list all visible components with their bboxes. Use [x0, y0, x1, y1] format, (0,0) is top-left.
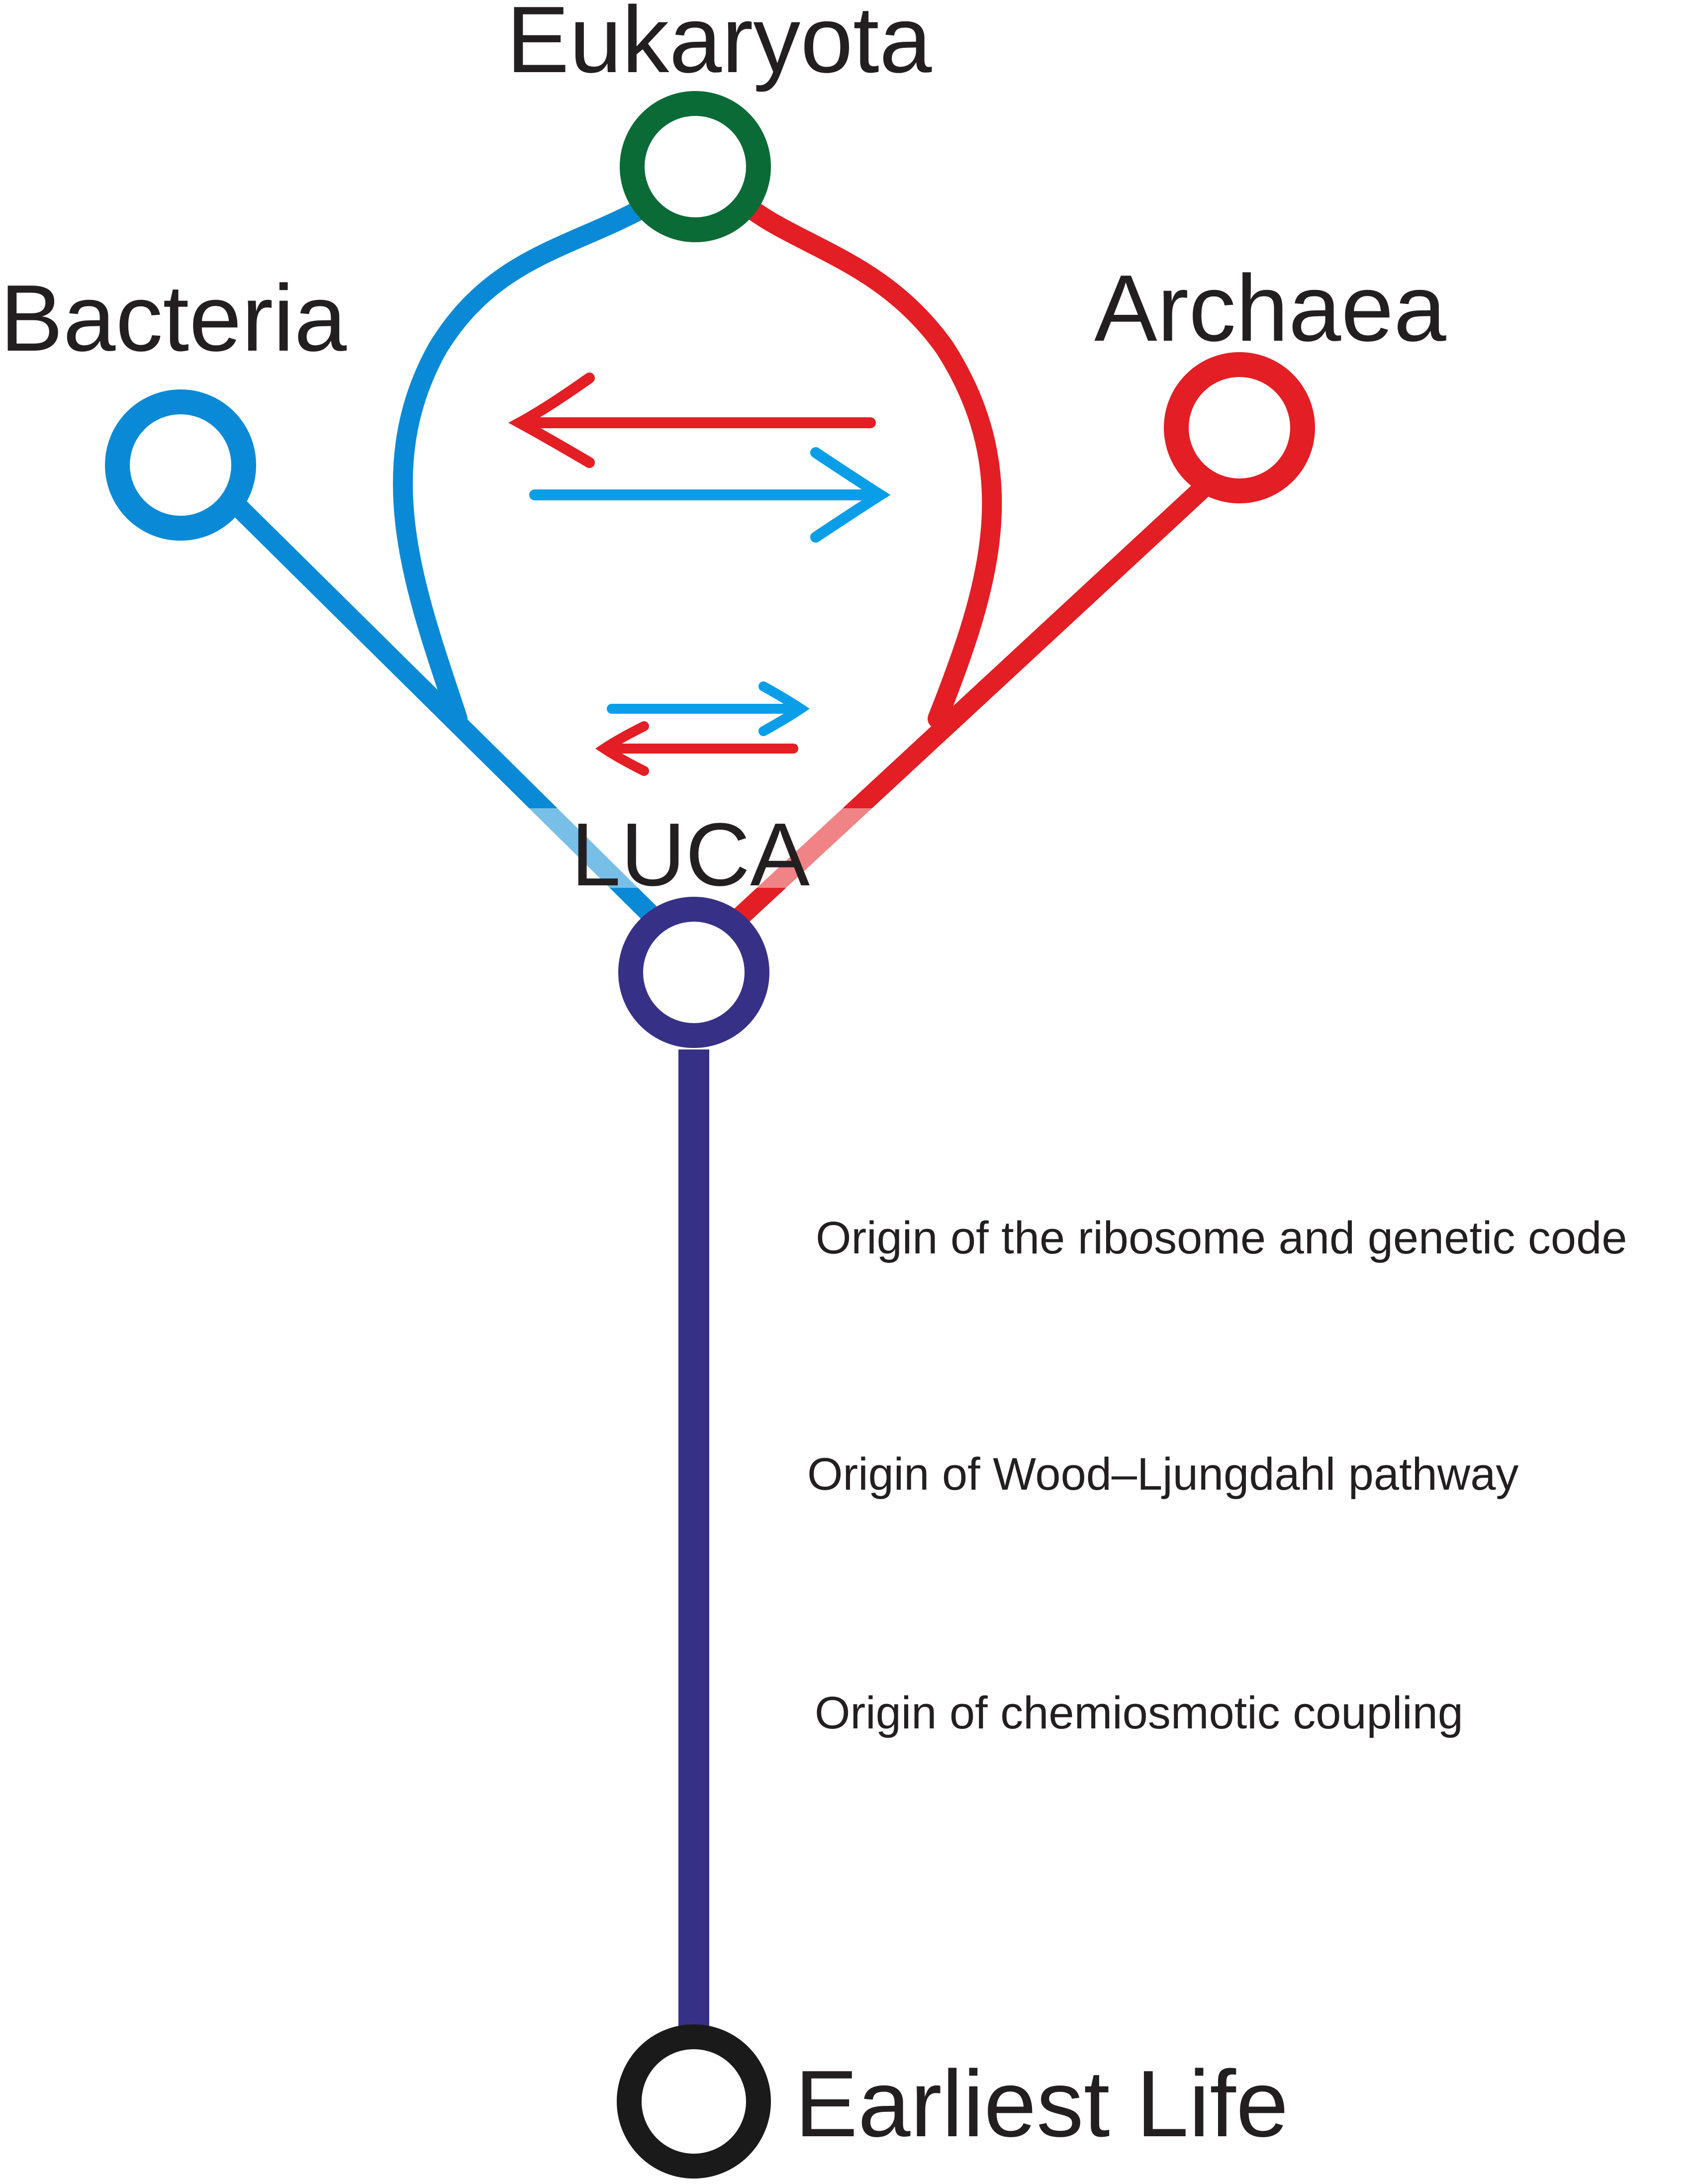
- event-wood-ljungdahl-label: Origin of Wood–Ljungdahl pathway: [807, 1449, 1518, 1500]
- event-ribosome-label: Origin of the ribosome and genetic code: [816, 1213, 1627, 1263]
- luca-label: LUCA: [571, 805, 810, 905]
- eukaryota-node-icon: [620, 91, 771, 242]
- archaea-branch-line: [721, 480, 1211, 935]
- archaea-to-eukaryota-curve: [741, 199, 1002, 729]
- archaea-label: Archaea: [1094, 256, 1446, 361]
- bacteria-node-icon: [105, 389, 256, 541]
- red-left-arrow-small-icon: [595, 721, 798, 776]
- eukaryota-label: Eukaryota: [506, 0, 932, 93]
- earliest-life-node-icon: [617, 2024, 771, 2179]
- red-left-arrow-icon: [508, 373, 876, 468]
- blue-right-arrow-icon: [529, 447, 891, 543]
- earliest-life-label: Earliest Life: [795, 2051, 1289, 2157]
- gene-transfer-arrows-lower: [595, 681, 810, 776]
- gene-transfer-arrows-upper: [508, 373, 891, 543]
- luca-label-fade: [502, 808, 895, 888]
- bacteria-label: Bacteria: [0, 266, 347, 371]
- blue-right-arrow-small-icon: [607, 681, 810, 736]
- luca-node-icon: [618, 897, 769, 1048]
- bacteria-to-eukaryota-curve: [393, 199, 652, 729]
- archaea-node-icon: [1164, 352, 1315, 503]
- event-chemiosmotic-label: Origin of chemiosmotic coupling: [815, 1688, 1463, 1738]
